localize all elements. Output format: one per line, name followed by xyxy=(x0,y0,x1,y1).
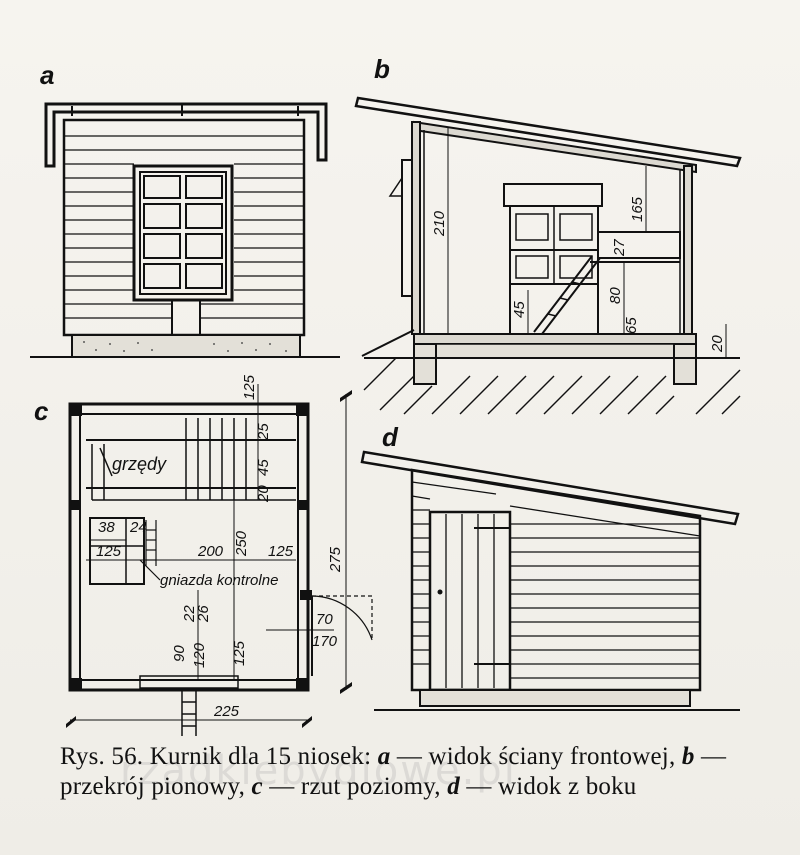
dim-125-right: 125 xyxy=(268,543,294,560)
front-foundation xyxy=(71,334,301,358)
caption-letter-a: a xyxy=(377,743,391,770)
perch-slats xyxy=(91,418,247,500)
dim-26: 26 xyxy=(195,605,212,623)
dim-65: 65 xyxy=(623,317,640,334)
dim-24: 24 xyxy=(129,519,147,536)
watermark: rzadkiebydlowe.pl xyxy=(120,748,517,794)
dim-70: 70 xyxy=(316,611,333,628)
plan-inner-wall xyxy=(79,413,299,681)
nest-opening xyxy=(559,213,593,241)
window-panes xyxy=(143,175,223,289)
panel-c-plan: c grzędy gniazda kontrolne xyxy=(34,374,373,736)
caption-letter-d: d xyxy=(447,773,460,800)
section-front-wall xyxy=(411,121,421,335)
dim-170: 170 xyxy=(312,633,338,650)
foundation-stipple xyxy=(83,341,287,352)
door-swing-arc xyxy=(311,595,373,641)
caption-text-c: — rzut poziomy, xyxy=(262,773,448,800)
dim-210: 210 xyxy=(431,210,448,237)
dim-27: 27 xyxy=(611,239,628,257)
window-vent-flap xyxy=(388,177,403,197)
door-hinges xyxy=(474,527,510,665)
label-gniazda: gniazda kontrolne xyxy=(160,572,278,589)
front-wall-siding xyxy=(64,135,304,319)
section-window xyxy=(401,159,413,297)
dim-125-bottom: 125 xyxy=(231,640,248,666)
plan-ramp xyxy=(181,690,197,736)
dim-38: 38 xyxy=(98,519,115,536)
dim-125-left: 125 xyxy=(96,543,122,560)
door-swing-guide xyxy=(312,595,373,640)
side-roof xyxy=(360,450,740,526)
dim-165: 165 xyxy=(629,196,646,222)
technical-drawing-plate: a xyxy=(30,54,742,736)
figure-caption: Rys. 56. Kurnik dla 15 niosek: a — widok… xyxy=(60,742,770,802)
front-wall xyxy=(62,118,306,337)
dim-20: 20 xyxy=(709,335,726,353)
dropping-board xyxy=(597,231,681,259)
section-floor xyxy=(413,333,697,345)
caption-letter-b: b xyxy=(681,743,695,770)
caption-prefix: Rys. 56. Kurnik dla 15 niosek: xyxy=(60,743,378,770)
plan-dim-lines xyxy=(70,384,347,721)
plan-window-sill xyxy=(139,675,239,689)
panel-letter-d: d xyxy=(382,422,399,452)
outside-ramp xyxy=(361,329,415,357)
panel-a-front-view: a xyxy=(30,60,340,358)
side-wall-siding xyxy=(411,481,701,679)
dim-45-plan: 45 xyxy=(255,459,272,476)
dim-200: 200 xyxy=(197,543,224,560)
ground-hatching xyxy=(363,357,741,415)
dim-125-top: 125 xyxy=(241,374,258,400)
dim-275: 275 xyxy=(327,546,344,573)
dim-20-plan: 20 xyxy=(255,485,272,503)
dim-25: 25 xyxy=(255,423,272,441)
dim-225: 225 xyxy=(213,703,240,720)
dim-250: 250 xyxy=(233,530,250,557)
side-foundation xyxy=(419,689,691,707)
panel-b-section: b xyxy=(354,54,742,415)
nest-opening xyxy=(515,255,549,279)
panel-letter-a: a xyxy=(40,60,54,90)
front-footing xyxy=(413,343,437,385)
door-boards xyxy=(445,514,495,688)
side-wall xyxy=(410,468,702,692)
section-roof xyxy=(354,96,742,168)
plan-outer-wall xyxy=(68,402,310,692)
dim-ticks xyxy=(66,390,352,728)
nest-box-top xyxy=(503,183,603,207)
door-handle-icon xyxy=(437,589,443,595)
front-roof-overhang xyxy=(44,102,328,168)
ladder-rungs xyxy=(547,281,581,317)
panel-letter-c: c xyxy=(34,396,49,426)
dim-120: 120 xyxy=(191,642,208,668)
door-jamb xyxy=(300,590,312,600)
dim-45: 45 xyxy=(511,301,528,318)
caption-text-b: — przekrój pionowy, xyxy=(60,743,727,800)
gniazda-leader xyxy=(139,559,161,581)
grzedy-leader xyxy=(99,447,113,477)
pop-door xyxy=(171,299,201,336)
plan-corner-posts xyxy=(70,404,308,690)
dim-90: 90 xyxy=(171,645,188,662)
rear-footing xyxy=(673,343,697,385)
dim-80: 80 xyxy=(607,287,624,304)
panel-d-side-view: d xyxy=(360,422,740,711)
plan-nests xyxy=(89,517,145,585)
section-rear-wall xyxy=(683,165,693,335)
panel-letter-b: b xyxy=(374,54,390,84)
nest-opening xyxy=(515,213,549,241)
caption-text-a: — widok ściany frontowej, xyxy=(390,743,682,770)
perch-ladder xyxy=(533,255,601,335)
dim-22: 22 xyxy=(181,605,198,623)
section-subfloor xyxy=(427,343,679,359)
front-window-sash xyxy=(139,171,227,295)
nest-ladder xyxy=(145,520,157,566)
label-grzedy: grzędy xyxy=(112,454,167,474)
caption-letter-c: c xyxy=(251,773,263,800)
caption-text-d: — widok z boku xyxy=(459,773,637,800)
